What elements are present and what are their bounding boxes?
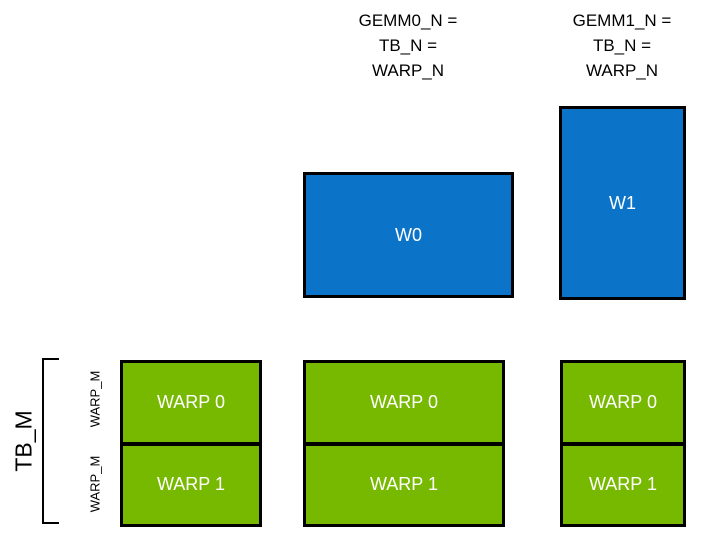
warp-cell-label: WARP 1 xyxy=(588,474,658,495)
tb-m-bracket xyxy=(42,358,59,524)
warp-cell[interactable]: WARP 1 xyxy=(303,443,505,527)
warp-column-1: WARP 0 WARP 1 xyxy=(303,360,505,527)
tb-m-label: TB_M xyxy=(10,410,37,472)
warp-cell[interactable]: WARP 0 xyxy=(560,360,686,445)
warp-tile-w0-label: W0 xyxy=(395,224,422,245)
column-caption-gemm0: GEMM0_N = TB_N = WARP_N xyxy=(358,11,458,80)
warp-cell[interactable]: WARP 1 xyxy=(120,443,262,527)
warp-m-label-0: WARP_M xyxy=(87,370,103,428)
warp-cell-label: WARP 1 xyxy=(156,474,226,495)
warp-tile-w1[interactable]: W1 xyxy=(559,106,686,300)
warp-cell-label: WARP 0 xyxy=(588,391,658,412)
warp-tile-w1-label: W1 xyxy=(609,192,636,213)
warp-tile-w0[interactable]: W0 xyxy=(303,172,514,298)
warp-cell[interactable]: WARP 0 xyxy=(120,360,262,445)
warp-cell[interactable]: WARP 0 xyxy=(303,360,505,445)
warp-cell[interactable]: WARP 1 xyxy=(560,443,686,527)
warp-column-0: WARP 0 WARP 1 xyxy=(120,360,262,527)
warp-cell-label: WARP 1 xyxy=(369,474,439,495)
column-caption-gemm1: GEMM1_N = TB_N = WARP_N xyxy=(572,11,672,80)
warp-cell-label: WARP 0 xyxy=(156,391,226,412)
warp-cell-label: WARP 0 xyxy=(369,391,439,412)
warp-m-label-1: WARP_M xyxy=(87,455,103,513)
warp-column-2: WARP 0 WARP 1 xyxy=(560,360,686,527)
